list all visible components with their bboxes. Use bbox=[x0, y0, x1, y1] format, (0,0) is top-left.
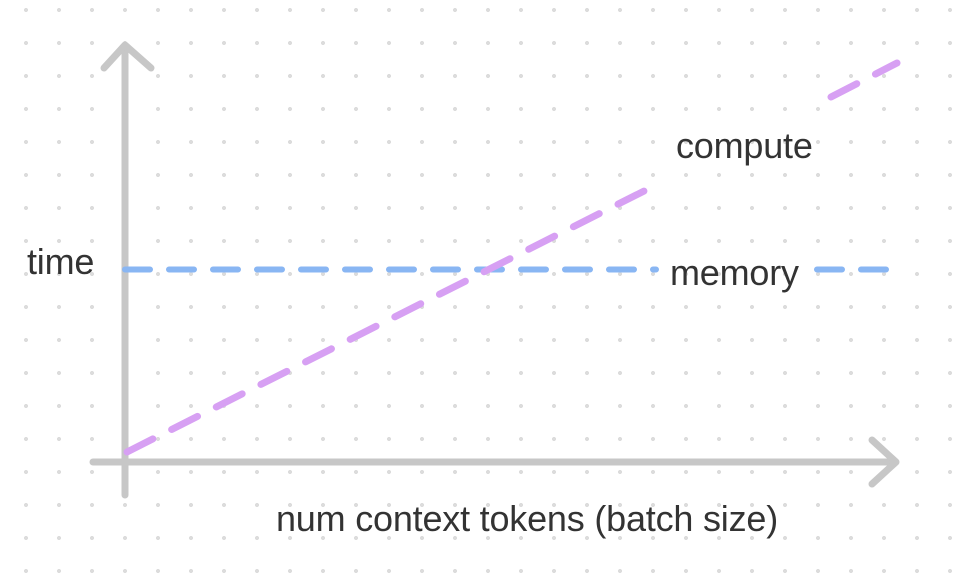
y-axis-arrowhead bbox=[100, 41, 155, 72]
y-axis-label: time bbox=[27, 241, 95, 282]
memory-series-label: memory bbox=[670, 252, 799, 293]
x-axis-arrowhead bbox=[868, 436, 900, 488]
compute-line-segment-2 bbox=[827, 59, 901, 101]
compute-line-segment-1 bbox=[123, 180, 662, 456]
compute-series-label: compute bbox=[676, 125, 813, 166]
x-axis-label: num context tokens (batch size) bbox=[275, 498, 779, 539]
